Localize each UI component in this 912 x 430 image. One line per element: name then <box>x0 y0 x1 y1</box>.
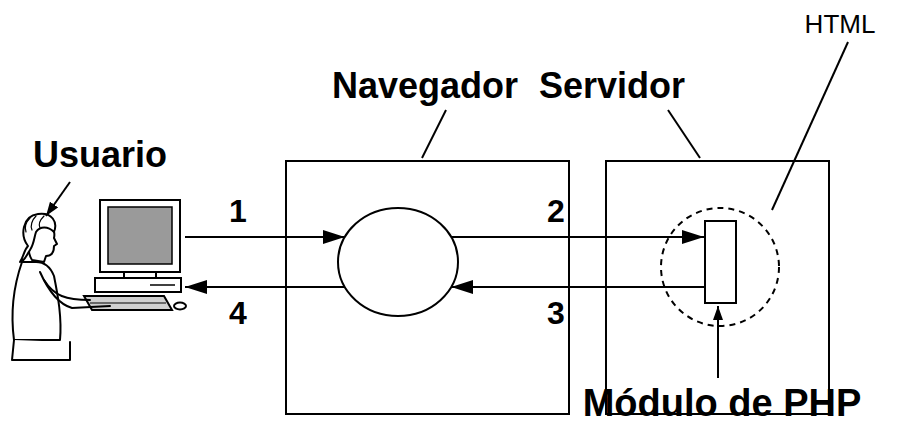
leader-line <box>772 42 848 210</box>
keyboard <box>84 296 172 310</box>
monitor-screen <box>108 207 172 264</box>
leader-line <box>668 110 700 158</box>
keyboard-keys <box>90 303 166 304</box>
arrow-connector <box>185 286 345 288</box>
node-label: Usuario <box>33 135 167 175</box>
leader-line <box>46 182 70 216</box>
hair-curls <box>25 216 44 232</box>
drive-slot <box>150 284 175 286</box>
node-label: Navegador <box>332 66 518 106</box>
person-body <box>12 262 60 340</box>
browser-box: Navegador <box>285 160 570 415</box>
leader-line <box>717 306 719 378</box>
person-lap <box>12 340 70 360</box>
person-hair <box>20 214 55 262</box>
arrow-connector <box>451 236 704 238</box>
dashed-circle <box>660 207 780 327</box>
arrow-connector <box>451 286 704 288</box>
node-label: Módulo de PHP <box>583 383 862 425</box>
node-label: Servidor <box>539 66 685 106</box>
step-number: 3 <box>545 296 567 331</box>
process-ellipse <box>337 207 459 317</box>
node-label: HTML <box>805 10 876 39</box>
php-module: Módulo de PHP <box>704 220 737 304</box>
leader-line <box>422 110 446 158</box>
step-number: 2 <box>545 194 567 229</box>
mouse <box>174 303 186 310</box>
person-arm <box>40 272 110 308</box>
monitor <box>100 200 180 272</box>
html-page: Módulo de PHPHTML <box>660 207 780 327</box>
user-figure: Usuario <box>10 195 185 360</box>
person-arm <box>44 280 90 300</box>
computer-illustration <box>84 200 186 310</box>
outline <box>338 208 458 316</box>
server-box: Módulo de PHPHTMLServidor <box>605 160 830 415</box>
browser-process <box>337 207 459 317</box>
computer-case <box>95 278 181 292</box>
arrow-connector <box>185 236 345 238</box>
step-number: 4 <box>227 296 249 331</box>
step-number: 1 <box>227 194 249 229</box>
outline <box>661 208 779 326</box>
person-illustration <box>12 214 110 360</box>
